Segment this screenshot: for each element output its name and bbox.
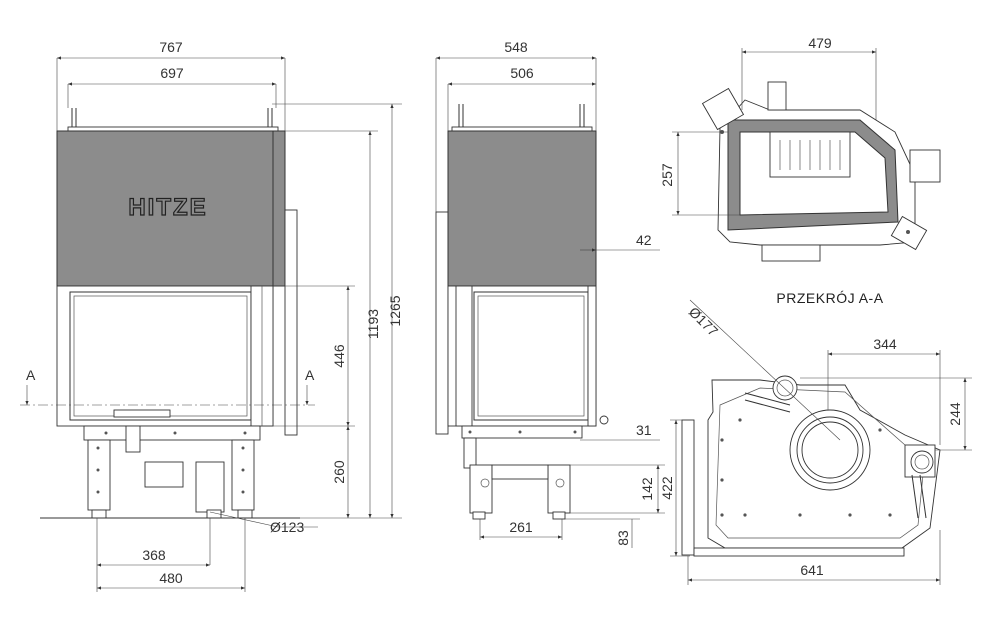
front-air-vent xyxy=(113,409,171,418)
dim-top-flue: Ø177 xyxy=(686,304,722,340)
section-side-flue xyxy=(909,149,941,183)
dim-section-depth: 257 xyxy=(659,163,675,187)
section-plinth xyxy=(761,244,821,262)
dim-width-368: 368 xyxy=(142,547,166,563)
dim-height-142: 142 xyxy=(639,477,655,501)
front-ash-handle xyxy=(125,425,141,453)
front-air-box xyxy=(144,461,184,488)
section-marker-right: A xyxy=(305,367,315,383)
dim-height-83: 83 xyxy=(615,530,631,546)
section-view: 479 257 PRZEKRÓJ A-A xyxy=(659,35,941,306)
front-plinth xyxy=(83,425,261,441)
side-door-handle xyxy=(599,415,609,425)
section-marker-left: A xyxy=(26,367,36,383)
front-leg-left xyxy=(87,439,111,511)
front-foot-left xyxy=(91,509,107,519)
side-left-panel xyxy=(435,211,449,435)
dim-height-260: 260 xyxy=(331,460,347,484)
dim-offset-42: 42 xyxy=(636,232,652,248)
front-air-inlet xyxy=(195,461,225,513)
side-glass xyxy=(473,291,589,421)
hitze-logo: HITZE xyxy=(128,194,207,221)
dim-side-total-width: 548 xyxy=(504,39,528,55)
front-glass xyxy=(69,291,252,421)
dim-side-inner-width: 506 xyxy=(510,65,534,81)
section-grate-bars xyxy=(779,140,841,170)
front-view: HITZE A A 767 xyxy=(20,39,403,592)
side-hood xyxy=(447,130,597,287)
dim-height-446: 446 xyxy=(331,344,347,368)
dim-top-width-344: 344 xyxy=(873,336,897,352)
front-side-panel xyxy=(284,209,298,436)
dim-total-width: 767 xyxy=(159,39,183,55)
front-hood xyxy=(56,130,274,287)
front-leg-right xyxy=(231,439,255,511)
dim-flue-diameter: Ø123 xyxy=(270,519,304,535)
top-view: Ø177 344 244 422 641 xyxy=(659,299,972,585)
front-hood-side xyxy=(272,130,286,287)
dim-inner-width: 697 xyxy=(160,65,184,81)
dim-section-width: 479 xyxy=(808,35,832,51)
side-leg-right xyxy=(547,464,571,514)
dim-width-261: 261 xyxy=(509,519,533,535)
section-label: PRZEKRÓJ A-A xyxy=(776,290,883,306)
top-front-edge xyxy=(693,547,905,557)
dim-width-480: 480 xyxy=(159,570,183,586)
top-flue-small-right xyxy=(910,450,934,474)
dim-top-depth-244: 244 xyxy=(947,402,963,426)
top-flue-inner xyxy=(801,421,859,479)
dim-top-width-641: 641 xyxy=(800,562,824,578)
dim-height-1193: 1193 xyxy=(365,309,381,339)
section-flue xyxy=(767,81,787,111)
side-view: 548 506 42 31 142 83 261 xyxy=(435,39,665,548)
top-side-panel xyxy=(681,419,695,556)
dim-total-height: 1265 xyxy=(387,295,403,326)
dim-offset-31: 31 xyxy=(636,422,652,438)
dim-top-depth-422: 422 xyxy=(659,476,675,500)
side-leg-left xyxy=(469,464,493,514)
front-foot-right xyxy=(237,509,253,519)
side-plinth xyxy=(461,425,583,439)
